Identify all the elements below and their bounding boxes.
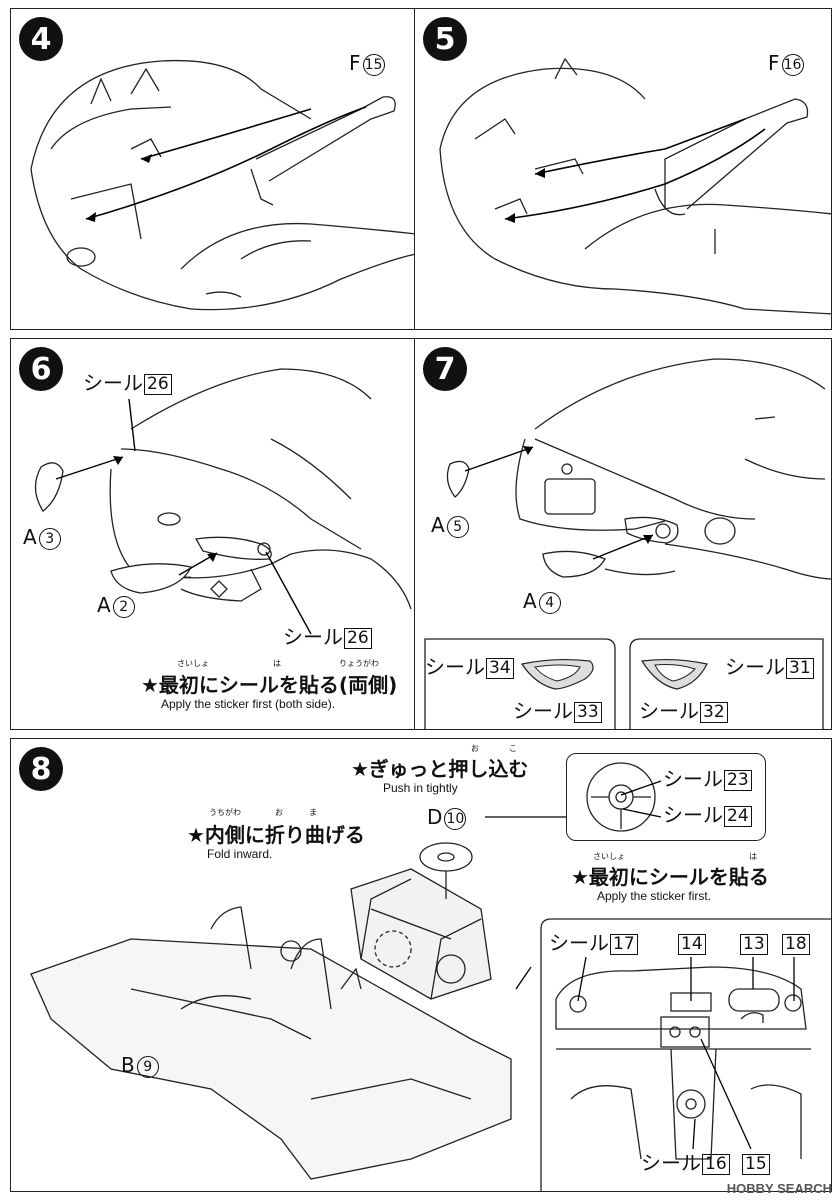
part-number-circle: 4 <box>538 592 561 614</box>
instruction-en-push: Push in tightly <box>383 781 458 795</box>
sticker-number-box: 33 <box>574 702 602 723</box>
sticker-number-box: 14 <box>678 934 706 955</box>
step-number-badge: 4 <box>19 17 63 61</box>
instruction-en-fold: Fold inward. <box>207 847 273 861</box>
sticker-number-box: 24 <box>724 806 752 827</box>
sticker-label-13: 13 <box>739 933 768 955</box>
step-number-badge: 8 <box>19 747 63 791</box>
part-number-circle: 2 <box>112 596 135 618</box>
sticker-word: シール <box>663 803 723 827</box>
step-number-badge: 7 <box>423 347 467 391</box>
part-code: A <box>23 525 37 549</box>
note-ruby: こ <box>509 744 517 753</box>
part-code: B <box>121 1053 135 1077</box>
part-number-circle: 3 <box>38 528 61 550</box>
sticker-word: シール <box>639 699 699 723</box>
sticker-word: シール <box>663 767 723 791</box>
sticker-number-box: 32 <box>700 702 728 723</box>
sticker-number-box: 13 <box>740 934 768 955</box>
sticker-word: シール <box>83 371 143 395</box>
step-6-illustration <box>34 368 412 635</box>
sticker-word: シール <box>725 655 785 679</box>
instruction-jp: ★最初にシールを貼る(両側) <box>141 673 398 697</box>
step-5-illustration <box>439 57 831 315</box>
sticker-number-box: 17 <box>610 934 638 955</box>
note-ruby: は <box>273 659 281 668</box>
instruction-en-apply: Apply the sticker first. <box>597 889 712 903</box>
step-8-illustration <box>30 762 831 1191</box>
sticker-label-14: 14 <box>677 933 706 955</box>
note-ruby: は <box>749 852 757 861</box>
steering-wheel-detail-box <box>566 753 766 841</box>
step-number-badge: 5 <box>423 17 467 61</box>
watermark: HOBBY SEARCH <box>726 1181 832 1196</box>
instruction-jp-push: ★ぎゅっと押し込む <box>351 757 529 781</box>
sticker-number-box: 23 <box>724 770 752 791</box>
sticker-word: シール <box>425 655 485 679</box>
instruction-en: Apply the sticker first (both side). <box>161 697 336 711</box>
note-ruby: さいしょ <box>593 852 625 861</box>
sticker-word: シール <box>513 699 573 723</box>
sticker-number-box: 16 <box>702 1154 730 1175</box>
part-code: F <box>349 51 361 75</box>
sticker-number-box: 18 <box>782 934 810 955</box>
part-code: A <box>431 513 445 537</box>
part-number-circle: 5 <box>446 516 469 538</box>
note-ruby: りょうがわ <box>339 659 379 668</box>
part-code: A <box>97 593 111 617</box>
sticker-number-box: 15 <box>742 1154 770 1175</box>
instruction-jp-apply: ★最初にシールを貼る <box>571 865 769 889</box>
step-number-badge: 6 <box>19 347 63 391</box>
part-number-circle: 16 <box>781 54 804 76</box>
note-ruby: うちがわ <box>209 808 241 817</box>
sticker-word: シール <box>549 931 609 955</box>
sticker-number-box: 26 <box>344 628 372 649</box>
note-ruby: お <box>471 744 479 753</box>
sticker-label-18: 18 <box>781 933 810 955</box>
note-ruby: お <box>275 808 283 817</box>
sticker-number-box: 34 <box>486 658 514 679</box>
part-number-circle: 10 <box>444 808 467 830</box>
instruction-jp-fold: ★内側に折り曲げる <box>187 823 365 847</box>
note-ruby: さいしょ <box>177 659 209 668</box>
part-number-circle: 9 <box>136 1056 159 1078</box>
step-8-panel: 8 お こ ★ぎゅっと押し込む Push in tightly うちがわ お ま… <box>10 738 832 1192</box>
sticker-word: シール <box>641 1151 701 1175</box>
sticker-word: シール <box>283 625 343 649</box>
sticker-number-box: 31 <box>786 658 814 679</box>
sticker-number-box: 26 <box>144 374 172 395</box>
sticker-label-15: 15 <box>741 1153 770 1175</box>
part-code: F <box>768 51 780 75</box>
step-4-illustration <box>30 59 414 311</box>
note-ruby: ま <box>309 808 317 817</box>
part-code: D <box>427 805 443 829</box>
part-code: A <box>523 589 537 613</box>
part-number-circle: 15 <box>362 54 385 76</box>
step-7-illustration <box>424 358 831 729</box>
